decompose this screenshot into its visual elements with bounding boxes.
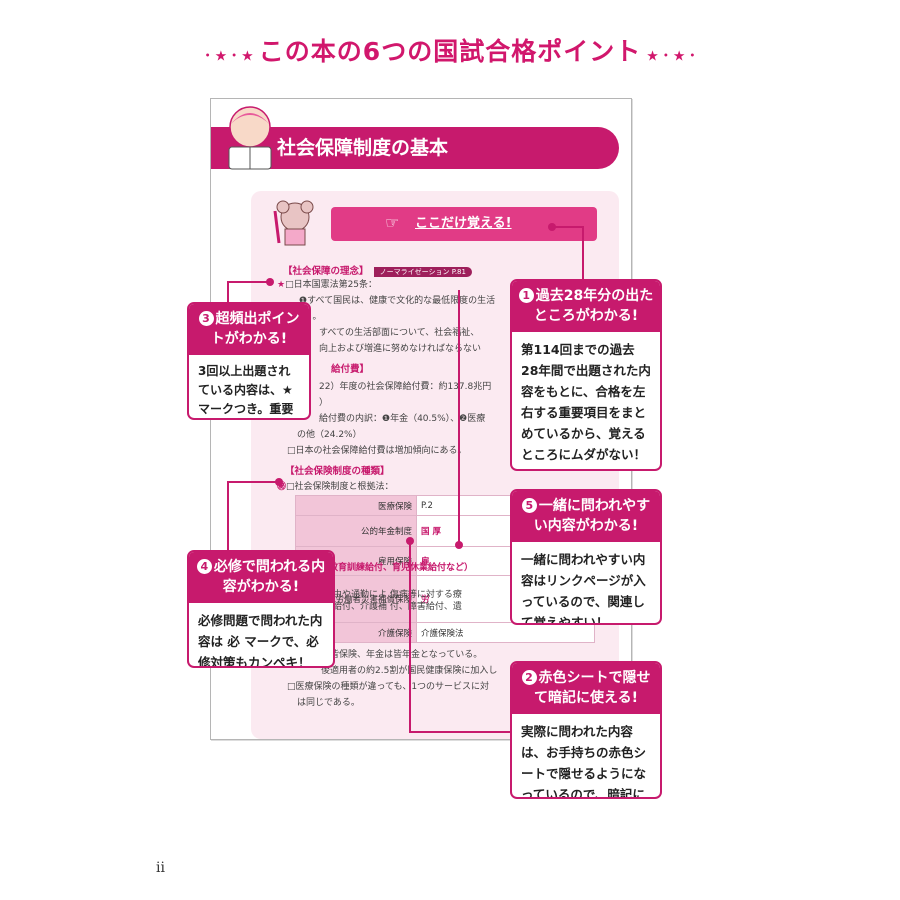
connector-line: [582, 226, 584, 280]
banner-title: 社会保障制度の基本: [277, 137, 449, 159]
callout-body: 実際に問われた内容は、お手持ちの赤色シートで隠せるようになっているので、暗記に便…: [521, 724, 647, 799]
section-heading: 給付費】: [331, 364, 370, 375]
text-line: は皆保険、年金は皆年金となっている。: [321, 650, 483, 660]
table-row: 介護保険介護保険法: [295, 622, 595, 643]
text-line: 給付費の内訳：❶年金（40.5%）、❷医療: [319, 414, 486, 424]
text-line: の他（24.2%）: [297, 430, 362, 440]
connector-dot: [455, 541, 463, 549]
connector-line: [409, 731, 511, 733]
connector-dot: [266, 278, 274, 286]
hisshu-mark-icon: ㊙: [277, 482, 287, 492]
page-heading: ・★・★ この本の6つの国試合格ポイント ★・★・: [150, 30, 750, 74]
koko-label: ここだけ覚える!: [415, 216, 512, 231]
section-heading: 【社会保障の理念】: [283, 266, 369, 277]
page-number: ii: [156, 860, 165, 876]
reading-girl-illustration: [228, 106, 272, 170]
heading-title: この本の6つの国試合格ポイント: [258, 37, 642, 66]
number-badge: 4: [196, 559, 212, 574]
connector-dot: [275, 478, 283, 486]
callout-body: 一緒に問われやすい内容はリンクページが入っているので、関連して覚えやすい！: [521, 552, 646, 625]
text-line: □日本の社会保障給付費は増加傾向にある。: [287, 446, 467, 456]
text-line: □医療保険の種類が違っても、1つのサービスに対: [287, 682, 490, 692]
star-deco-left: ・★・★: [200, 48, 254, 65]
text-line: ★□日本国憲法第25条：: [277, 280, 378, 290]
connector-line: [409, 540, 411, 732]
connector-line: [227, 481, 229, 551]
table-note: 付、教育訓練給付、育児休業給付など）: [311, 563, 474, 573]
connector-line: [458, 290, 460, 545]
text-line: すべての生活部面について、社会福祉、: [319, 328, 480, 338]
star-deco-right: ★・★・: [646, 48, 700, 65]
number-badge: 2: [521, 670, 537, 685]
callout-body: 第114回までの過去28年間で出題された内容をもとに、合格を左右する重要項目をま…: [521, 342, 651, 462]
connector-line: [227, 281, 229, 307]
star-icon: ★: [277, 280, 286, 290]
mascot-illustration: [273, 200, 314, 246]
text-line: は同じである。: [297, 698, 360, 708]
link-page-tag: ノーマライゼーション P.81: [373, 267, 472, 277]
section-ideals: 【社会保障の理念】 ノーマライゼーション P.81: [283, 259, 472, 278]
callout-body: 必修問題で問われた内容は 必 マークで、必修対策もカンペキ！: [198, 613, 323, 668]
text-line: 向上および増進に努めなければならない: [319, 344, 482, 354]
text-line: ㊙□社会保険制度と根拠法：: [277, 482, 394, 492]
connector-line: [228, 481, 278, 483]
connector-dot: [548, 223, 556, 231]
section-heading: 【社会保険制度の種類】: [285, 466, 390, 477]
number-badge: 1: [518, 288, 534, 303]
chapter-banner: 社会保障制度の基本: [211, 127, 619, 169]
number-badge: 3: [198, 311, 214, 326]
koko-dake-banner: ☞ ここだけ覚える!: [331, 207, 597, 241]
text-line: ❶すべて国民は、健康で文化的な最低限度の生活: [299, 296, 496, 306]
text-line: ）: [319, 398, 329, 408]
table-note: 休業給付、介護補 付、障害給付、遺: [315, 602, 462, 612]
connector-line: [228, 281, 268, 283]
pointing-hand-icon: ☞: [385, 213, 400, 232]
connector-line: [552, 226, 584, 228]
callout-body: 3回以上出題されている内容は、★マークつき。重要内容がわかる！: [198, 364, 294, 416]
number-badge: 5: [521, 498, 537, 513]
text-line: 22）年度の社会保障給付費：約137.8兆円: [319, 382, 492, 392]
table-note: の事由や通勤によ 傷病等に対する療: [315, 590, 462, 600]
connector-dot: [406, 537, 414, 545]
